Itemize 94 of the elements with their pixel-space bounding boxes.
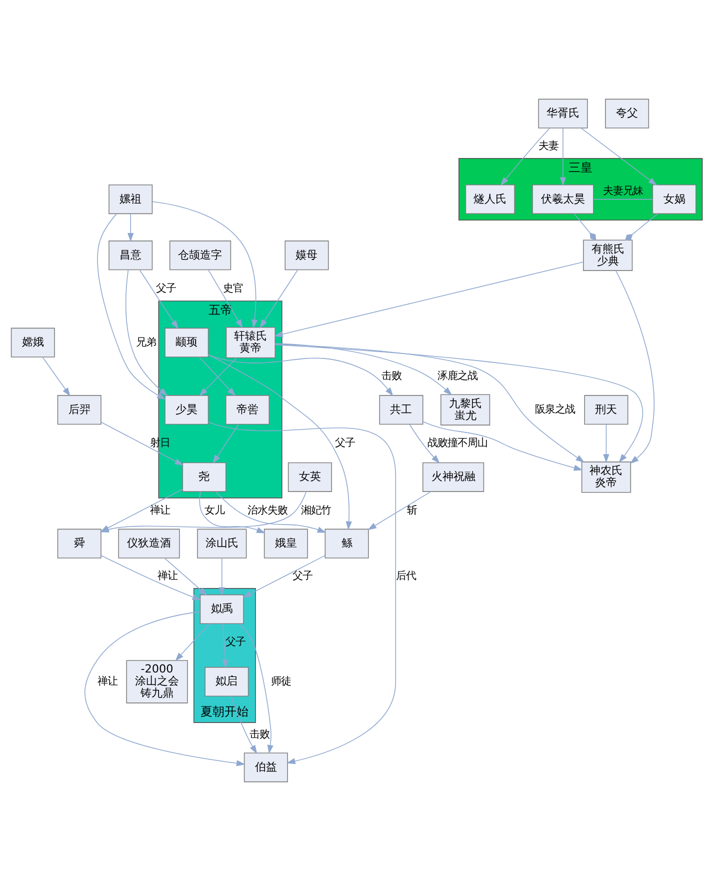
node-box: -2000 涂山之会 铸九鼎 <box>126 660 188 703</box>
arrow <box>215 490 326 532</box>
arrow <box>97 213 166 400</box>
arrow <box>242 554 326 598</box>
arrow <box>84 610 246 766</box>
edge-label: 夫妻 <box>538 140 559 152</box>
edge-label: 禅让 <box>157 570 178 582</box>
arrow <box>274 342 452 395</box>
node-box: 嫘祖 <box>108 184 153 214</box>
edge-label: 兄弟 <box>136 336 156 348</box>
arrow <box>128 212 134 242</box>
arrow <box>139 269 178 329</box>
edge-label: 斩 <box>407 504 418 516</box>
edge-label: 湘妃竹 <box>300 504 331 516</box>
node-box: 女娲 <box>652 184 696 214</box>
arrow <box>275 343 585 462</box>
arrow <box>560 127 566 186</box>
arrow <box>100 421 184 465</box>
node-box: 嫦娥 <box>10 327 55 357</box>
node-box: 九黎氏 蚩尤 <box>440 394 490 425</box>
arrow <box>42 356 70 396</box>
arrow <box>218 557 225 596</box>
arrow <box>175 622 210 661</box>
edge-label: 史官 <box>223 282 244 294</box>
arrow <box>603 424 610 462</box>
arrow <box>164 557 208 596</box>
node-box: 昌意 <box>108 240 153 270</box>
arrow <box>615 270 654 464</box>
edge-label: 禅让 <box>97 674 118 687</box>
node-box: 仓颉造字 <box>169 240 232 270</box>
edge-label: 阪泉之战 <box>534 403 575 416</box>
arrow <box>125 269 168 396</box>
node-box: 仪狄造酒 <box>118 528 180 558</box>
node-box: 尧 <box>182 462 226 492</box>
arrow <box>409 424 440 464</box>
arrow <box>208 354 352 530</box>
node-box: 轩辕氏 黄帝 <box>226 326 276 358</box>
arrow <box>500 127 550 186</box>
edge-label: 击败 <box>382 369 402 382</box>
node-box: 涂山氏 <box>197 528 247 558</box>
node-box: 火神祝融 <box>422 462 484 492</box>
node-box: 伯益 <box>244 752 288 782</box>
arrow <box>100 490 307 532</box>
node-box: 刑天 <box>584 394 628 424</box>
arrow <box>208 421 396 764</box>
node-box: 娥皇 <box>264 528 308 558</box>
connector <box>574 212 596 240</box>
node-box: 姒启 <box>204 666 249 696</box>
arrow <box>422 420 583 470</box>
arrow <box>212 424 239 464</box>
node-box: 姒禹 <box>200 594 244 624</box>
node-box: 燧人氏 <box>465 184 515 214</box>
edge-label: 父子 <box>292 570 313 582</box>
edge-label: 女儿 <box>204 504 225 516</box>
arrow <box>274 344 644 462</box>
edge-label: 父子 <box>335 436 356 449</box>
node-box: 有熊氏 少典 <box>583 239 633 270</box>
arrow <box>368 490 432 530</box>
edge-label: 禅让 <box>150 504 170 516</box>
arrow <box>580 127 658 186</box>
arrow <box>230 695 258 754</box>
node-box: 帝喾 <box>225 394 270 424</box>
node-box: 后羿 <box>57 394 102 424</box>
node-box: 女英 <box>288 462 332 492</box>
node-box: 伏羲太昊 <box>532 184 594 214</box>
node-box: 颛顼 <box>164 327 209 357</box>
edge-label: 治水失败 <box>248 504 288 516</box>
arrow <box>239 623 274 754</box>
node-box: 鲧 <box>324 528 369 558</box>
node-box: 夸父 <box>605 98 650 128</box>
edge-label: 夫妻兄妹 <box>603 184 644 197</box>
node-box: 少昊 <box>164 394 209 424</box>
arrow <box>100 488 183 532</box>
node-box: 神农氏 炎帝 <box>581 461 632 492</box>
arrow <box>208 269 243 328</box>
edge-label: 父子 <box>156 282 176 294</box>
edge-label: 师徒 <box>271 674 292 687</box>
node-box: 华胥氏 <box>538 98 588 128</box>
node-box: 共工 <box>379 394 424 424</box>
connector <box>624 212 658 240</box>
arrow <box>274 261 584 337</box>
edge-label: 父子 <box>225 635 246 648</box>
arrow <box>100 554 202 600</box>
edge-label: 后代 <box>396 570 416 582</box>
node-box: 嫫母 <box>284 240 329 270</box>
arrow <box>222 622 228 668</box>
edge-label: 击败 <box>250 728 270 740</box>
node-box: 舜 <box>57 528 102 558</box>
arrow <box>152 200 258 328</box>
arrow <box>260 269 298 328</box>
arrow <box>199 490 266 533</box>
connector <box>593 198 653 200</box>
edge-label: 涿鹿之战 <box>437 369 478 382</box>
edge-label: 战败撞不周山 <box>428 436 488 449</box>
